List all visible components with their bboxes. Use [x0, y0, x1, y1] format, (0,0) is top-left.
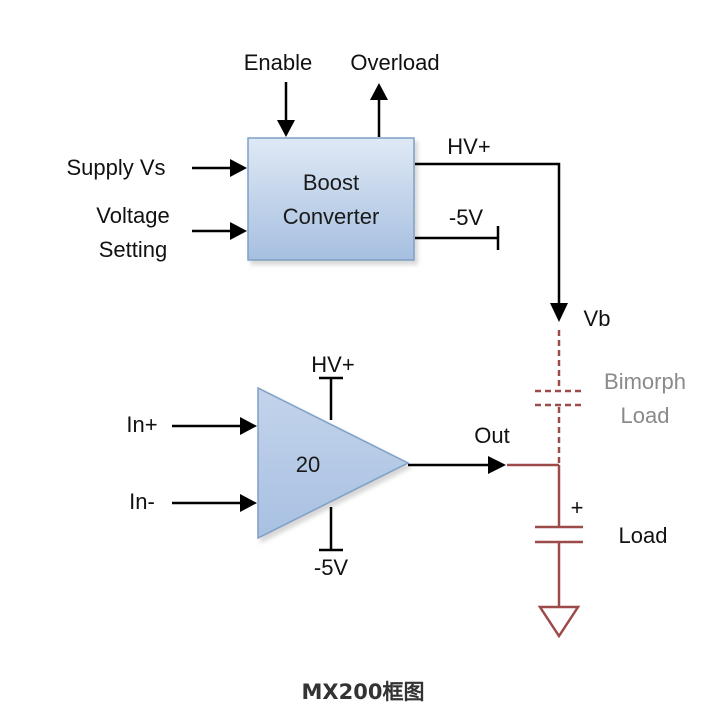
supply-signal: Supply Vs — [66, 155, 247, 180]
in-minus-arrow-icon — [240, 494, 257, 512]
voltage-arrow-icon — [230, 222, 247, 240]
boost-label-line2: Converter — [283, 204, 380, 229]
boost-converter: Boost Converter — [247, 137, 415, 261]
polarity-plus-label: + — [571, 495, 584, 520]
amp-hv-rail: HV+ — [311, 352, 355, 420]
out-signal: Out — [408, 423, 559, 474]
in-minus-label: In- — [129, 489, 155, 514]
load-label: Load — [619, 523, 668, 548]
in-minus-signal: In- — [129, 489, 257, 514]
amplifier: 20 — [257, 386, 410, 540]
in-plus-signal: In+ — [126, 412, 257, 437]
boost-converter-box — [247, 137, 415, 261]
ground-icon — [537, 605, 581, 639]
load-capacitor: + Load — [535, 465, 668, 639]
voltage-label-line2: Setting — [99, 237, 168, 262]
boost-minus5v-wire: -5V — [415, 205, 500, 250]
amp-minus5v-label: -5V — [314, 555, 349, 580]
enable-signal: Enable — [244, 50, 313, 137]
voltage-setting-signal: Voltage Setting — [96, 203, 247, 262]
bimorph-label-line1: Bimorph — [604, 369, 686, 394]
amp-hv-label: HV+ — [311, 352, 354, 377]
out-arrow-icon — [488, 456, 506, 474]
boost-label-line1: Boost — [303, 170, 359, 195]
overload-arrow-icon — [370, 83, 388, 100]
overload-signal: Overload — [350, 50, 440, 137]
enable-label: Enable — [244, 50, 313, 75]
vb-label: Vb — [584, 306, 611, 331]
hv-output-wire: HV+ Vb — [415, 134, 610, 331]
amp-minus5v-rail: -5V — [314, 507, 349, 580]
figure-caption: MX200框图 — [301, 680, 425, 704]
in-plus-label: In+ — [126, 412, 157, 437]
enable-arrow-icon — [277, 120, 295, 137]
out-label: Out — [474, 423, 509, 448]
supply-arrow-icon — [230, 159, 247, 177]
bimorph-load: Bimorph Load — [535, 330, 686, 465]
voltage-label-line1: Voltage — [96, 203, 169, 228]
bimorph-label-line2: Load — [621, 403, 670, 428]
amplifier-gain: 20 — [296, 452, 320, 477]
in-plus-arrow-icon — [240, 417, 257, 435]
amplifier-triangle-icon — [257, 386, 410, 540]
boost-hv-label: HV+ — [447, 134, 490, 159]
vb-arrow-icon — [550, 303, 568, 322]
overload-label: Overload — [350, 50, 439, 75]
boost-minus5v-label: -5V — [449, 205, 484, 230]
supply-label: Supply Vs — [66, 155, 165, 180]
